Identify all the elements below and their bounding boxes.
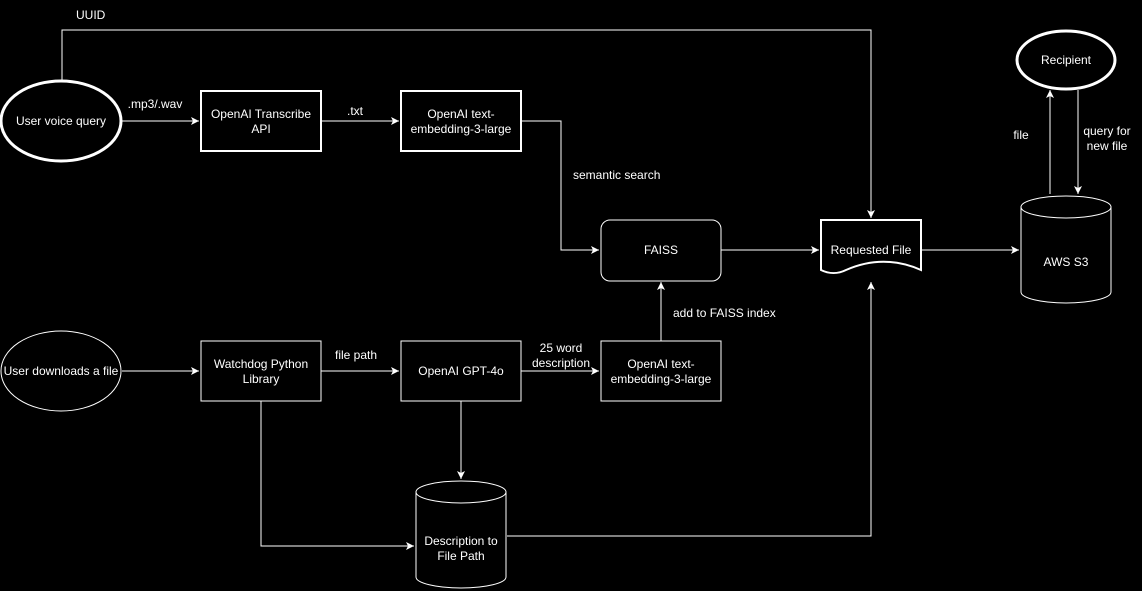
box-shape xyxy=(200,90,322,152)
edge-db-to-requested xyxy=(507,282,875,537)
node-user-downloads: User downloads a file xyxy=(0,330,122,412)
cylinder-rim xyxy=(415,491,507,504)
edges xyxy=(61,29,1082,550)
box-shape xyxy=(200,340,322,402)
node-label-line2: Library xyxy=(243,372,280,386)
node-gpt4o: OpenAI GPT-4o xyxy=(400,340,522,402)
label-file-path: file path xyxy=(335,348,377,362)
label-semantic-search: semantic search xyxy=(573,168,660,182)
node-openai-transcribe: OpenAI Transcribe API xyxy=(200,90,322,152)
label-add-faiss-index: add to FAISS index xyxy=(673,306,776,320)
node-label-line1: Description to xyxy=(424,534,498,548)
label-uuid: UUID xyxy=(76,8,106,22)
node-label-line1: OpenAI Transcribe xyxy=(211,107,311,121)
cylinder-shape xyxy=(1020,195,1112,304)
node-embedding-top: OpenAI text- embedding-3-large xyxy=(400,90,522,152)
node-label: AWS S3 xyxy=(1044,255,1089,269)
edge-uuid xyxy=(61,29,875,218)
node-label-line1: OpenAI text- xyxy=(627,357,694,371)
node-label: Requested File xyxy=(831,243,912,257)
label-txt: .txt xyxy=(347,104,364,118)
edge-watchdog-to-db xyxy=(260,401,414,550)
node-description-db: Description to File Path xyxy=(415,480,507,589)
node-recipient: Recipient xyxy=(1015,29,1117,91)
label-file: file xyxy=(1013,128,1029,142)
node-requested-file: Requested File xyxy=(820,219,922,274)
node-label-line1: OpenAI text- xyxy=(427,107,494,121)
node-label-line2: API xyxy=(251,122,270,136)
ellipse-shape xyxy=(0,330,122,412)
node-label: User downloads a file xyxy=(4,364,119,378)
node-watchdog: Watchdog Python Library xyxy=(200,340,322,402)
node-label-line2: File Path xyxy=(437,549,484,563)
box-shape xyxy=(400,340,522,402)
cylinder-rim xyxy=(1020,206,1112,219)
rounded-box-shape xyxy=(600,219,722,282)
label-description: description xyxy=(532,356,590,370)
node-label: OpenAI GPT-4o xyxy=(418,364,504,378)
label-query-new-file-2: new file xyxy=(1087,139,1128,153)
document-shape xyxy=(820,219,922,274)
node-label-line2: embedding-3-large xyxy=(611,372,712,386)
edge-embedding-to-faiss xyxy=(521,120,599,254)
node-label: Recipient xyxy=(1041,53,1092,67)
label-query-new-file-1: query for xyxy=(1083,124,1130,138)
node-label-line1: Watchdog Python xyxy=(214,357,308,371)
node-embedding-bottom: OpenAI text- embedding-3-large xyxy=(600,340,722,402)
node-faiss: FAISS xyxy=(600,219,722,282)
node-user-voice-query: User voice query xyxy=(0,79,123,163)
ellipse-shape xyxy=(1015,29,1117,91)
box-shape xyxy=(600,340,722,402)
label-25-word: 25 word xyxy=(540,341,583,355)
node-aws-s3: AWS S3 xyxy=(1020,195,1112,304)
cylinder-shape xyxy=(415,480,507,589)
node-label-line2: embedding-3-large xyxy=(411,122,512,136)
box-shape xyxy=(400,90,522,152)
ellipse-shape xyxy=(0,79,123,163)
edge-labels: UUID .mp3/.wav .txt semantic search file… xyxy=(76,8,1131,370)
label-mp3-wav: .mp3/.wav xyxy=(128,97,183,111)
node-label: User voice query xyxy=(16,114,106,128)
node-label: FAISS xyxy=(644,243,678,257)
